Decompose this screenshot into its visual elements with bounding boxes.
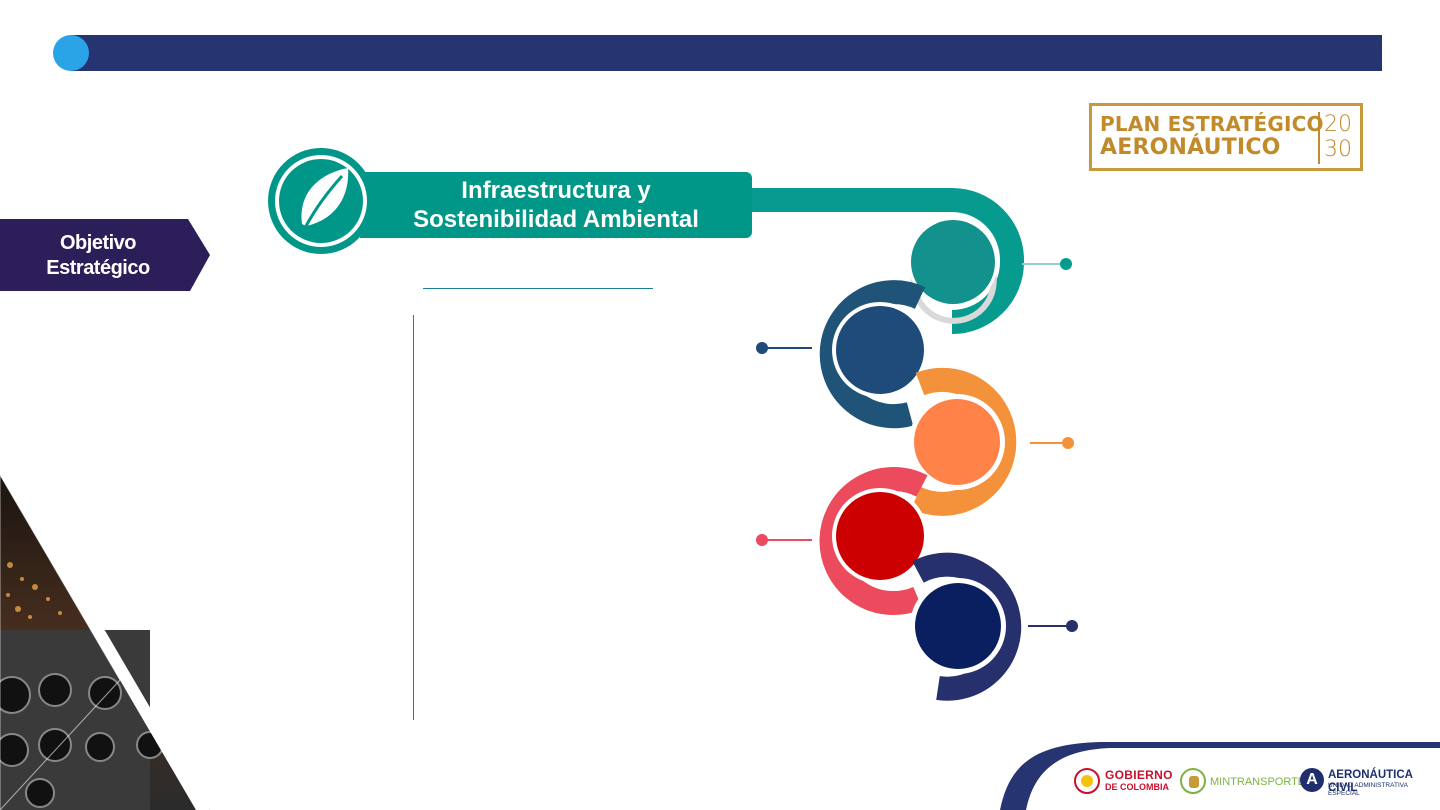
flow-step-4 [756, 467, 928, 616]
gobierno-line1: GOBIERNO [1105, 768, 1173, 782]
flow-step-5 [910, 552, 1078, 701]
logo-year-bottom: 30 [1324, 137, 1352, 162]
content-divider [413, 315, 414, 720]
flow-connector-top [752, 188, 1024, 334]
leaf-badge [268, 148, 374, 254]
mintransporte-text: MINTRANSPORTE [1210, 776, 1306, 788]
gobierno-logo: GOBIERNO DE COLOMBIA [1074, 768, 1172, 798]
flow-step-2 [756, 280, 928, 429]
logo-line1: PLAN ESTRATÉGICO [1100, 112, 1324, 136]
leaf-icon [301, 168, 349, 227]
logo-line2: AERONÁUTICO [1100, 135, 1281, 160]
colombia-crest-icon [1074, 768, 1100, 794]
process-flow-graphic [752, 188, 1078, 701]
aerocivil-a-icon: A [1300, 768, 1324, 792]
plan-estrategico-logo: PLAN ESTRATÉGICO AERONÁUTICO 20 30 [1089, 103, 1363, 171]
cockpit-photo [0, 475, 210, 810]
objective-tab-line1: Objetivo [59, 232, 137, 254]
objective-tab-shape [0, 219, 210, 291]
title-line1: Infraestructura y [461, 177, 651, 204]
mintransporte-logo: MINTRANSPORTE [1180, 768, 1305, 798]
logo-separator [1318, 112, 1320, 164]
footer-wave [1000, 742, 1440, 810]
flow-step-3 [909, 367, 1074, 516]
logo-year-top: 20 [1324, 112, 1352, 137]
title-line2: Sostenibilidad Ambiental [413, 206, 699, 233]
aerocivil-line2: UNIDAD ADMINISTRATIVA ESPECIAL [1328, 782, 1408, 797]
title-underline [423, 288, 653, 289]
title-banner: Infraestructura y Sostenibilidad Ambient… [360, 172, 752, 238]
header-bar [70, 35, 1382, 71]
mintransporte-crest-icon [1180, 768, 1206, 794]
header-dot [53, 35, 89, 71]
aerocivil-line1: AERONÁUTICA CIVIL [1328, 769, 1413, 794]
gobierno-line2: DE COLOMBIA [1105, 782, 1169, 792]
objective-tab-line2: Estratégico [46, 257, 150, 279]
aerocivil-logo: A AERONÁUTICA CIVIL UNIDAD ADMINISTRATIV… [1300, 766, 1432, 798]
objective-tab: Objetivo Estratégico [0, 219, 210, 291]
